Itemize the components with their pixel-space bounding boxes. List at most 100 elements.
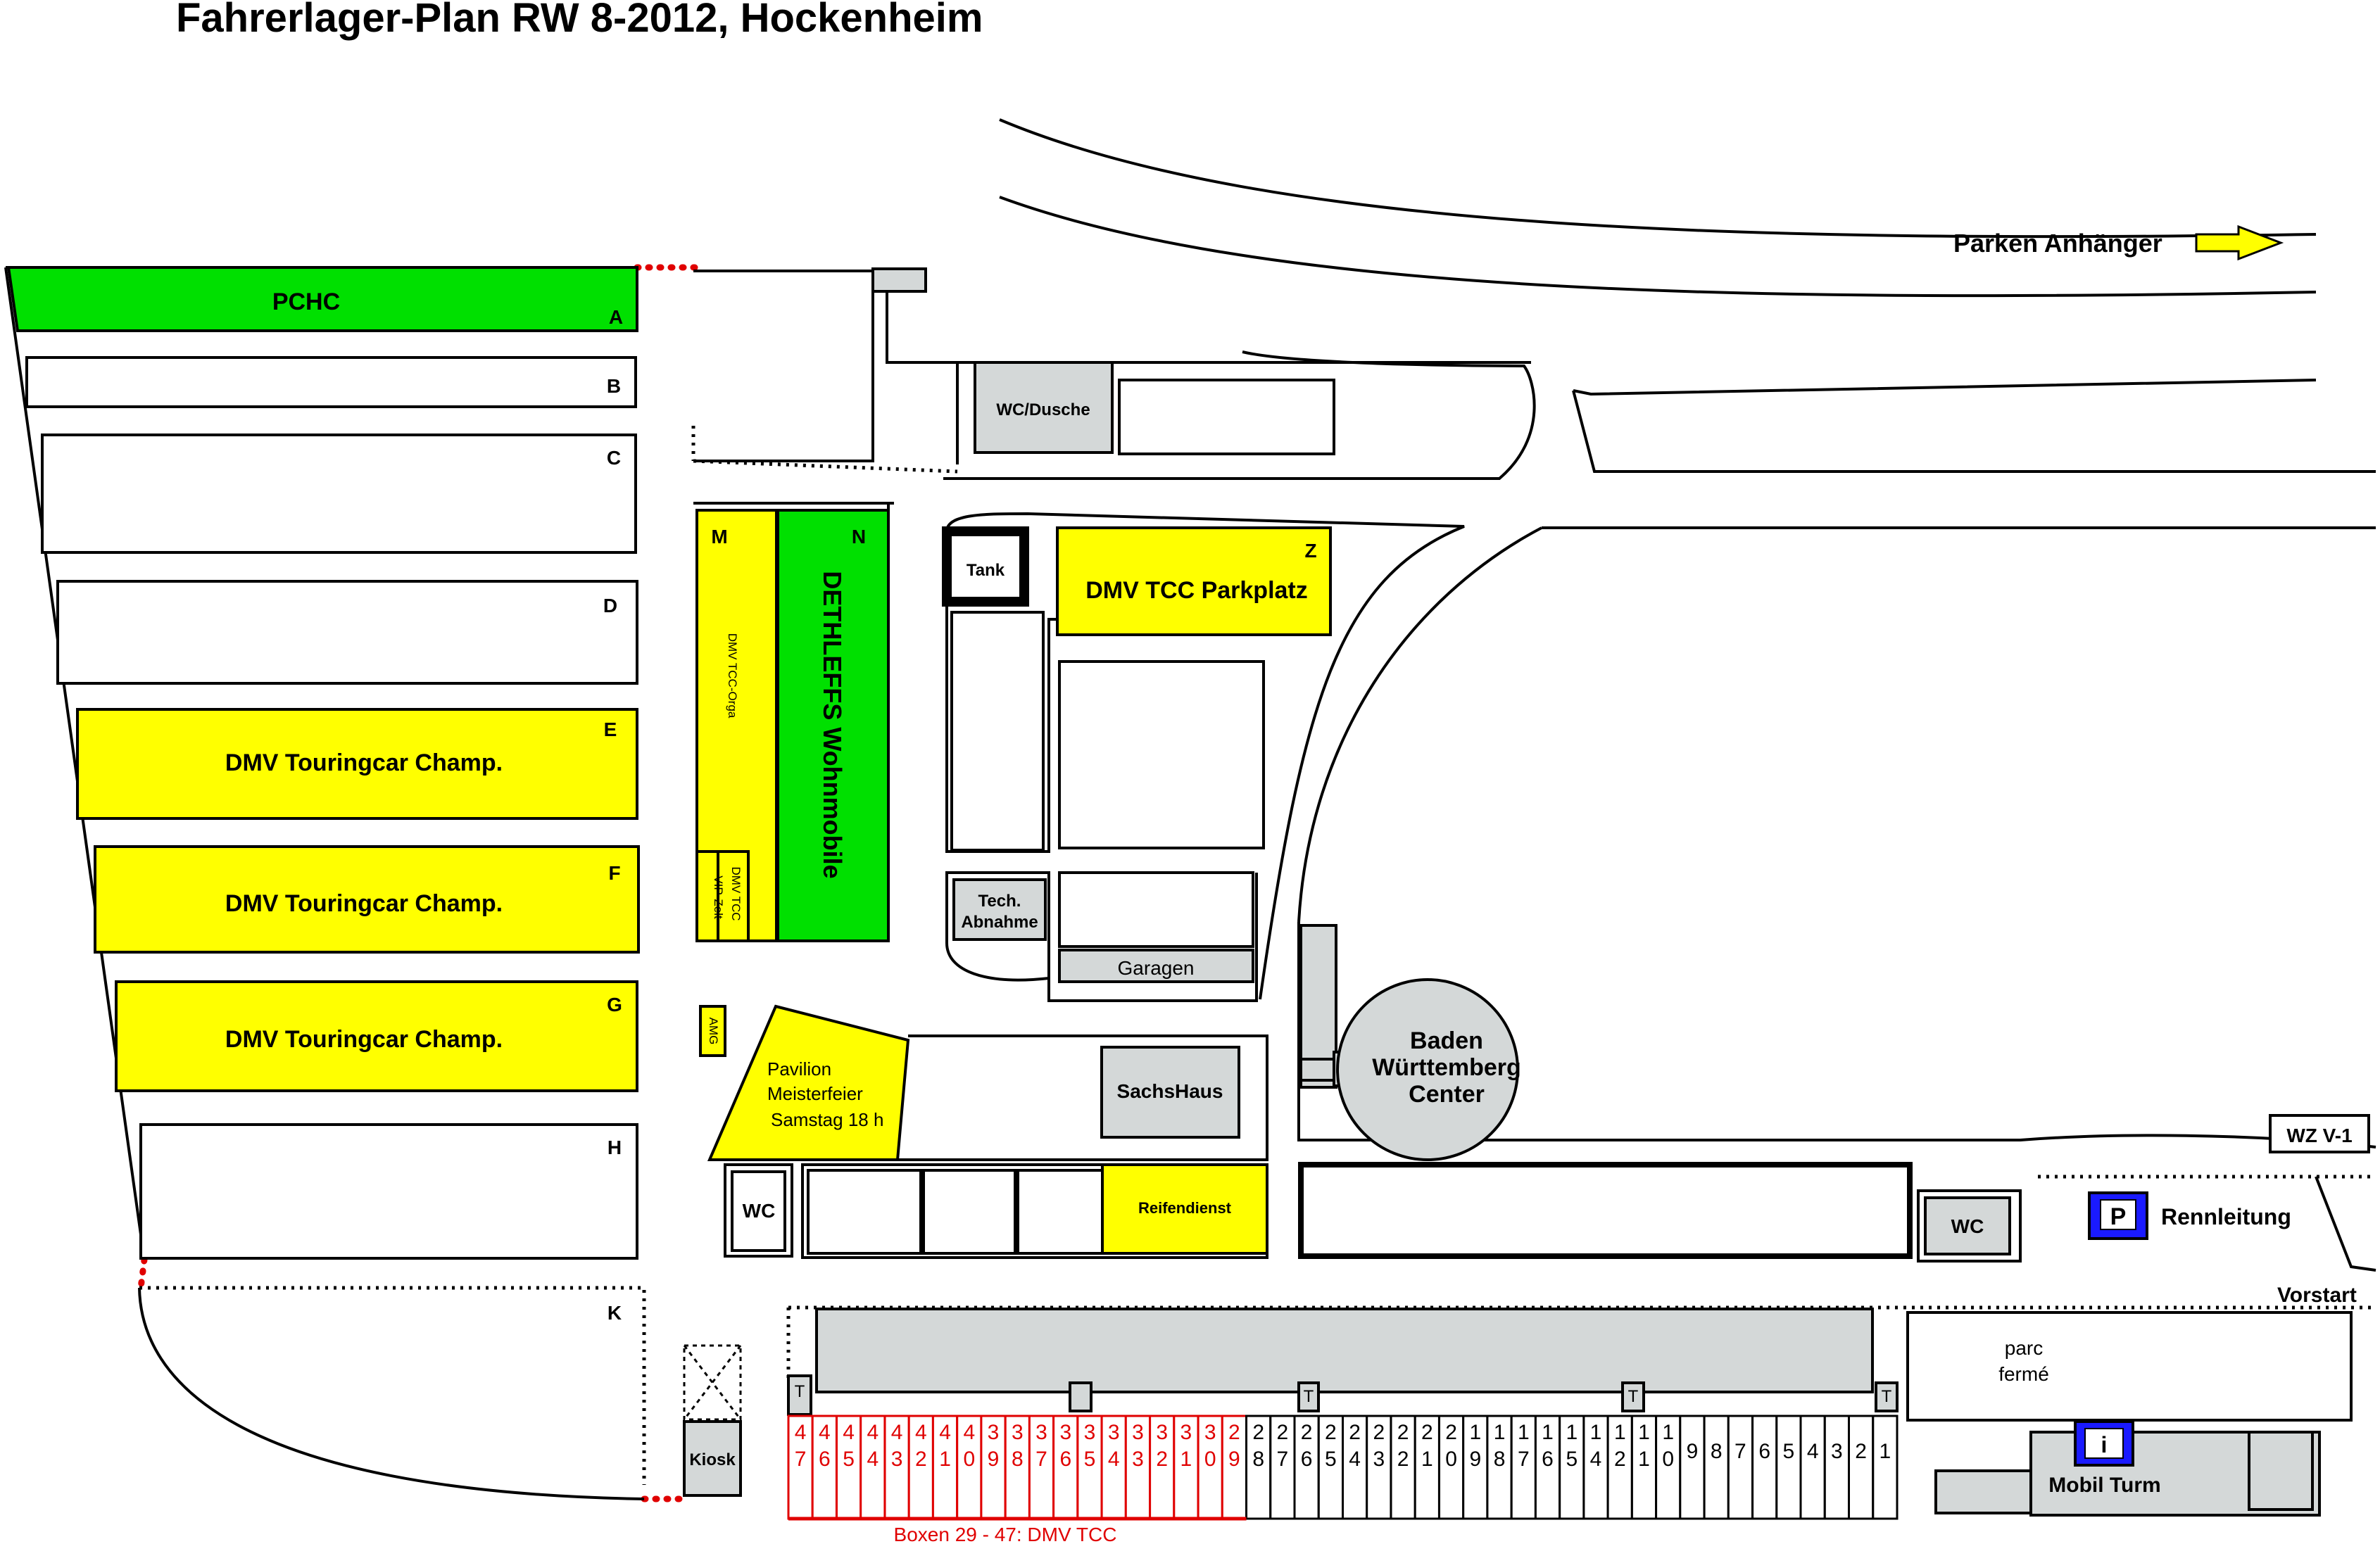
arrow-right-icon bbox=[2195, 224, 2284, 261]
zone-m-vip-line1: DMV TCC bbox=[729, 866, 743, 920]
pit-box-28 bbox=[1245, 1415, 1272, 1520]
pit-box-30 bbox=[1197, 1415, 1223, 1520]
p-sign-inner bbox=[2100, 1199, 2136, 1230]
p-icon: P bbox=[2110, 1203, 2127, 1230]
pit-box-number: 1 bbox=[1880, 1440, 1891, 1463]
pit-box-12 bbox=[1606, 1415, 1633, 1520]
zone-g-letter: G bbox=[607, 994, 622, 1015]
wc-left-building bbox=[731, 1170, 786, 1252]
wc-dusche-building bbox=[974, 361, 1114, 454]
wc-dusche-label: WC/Dusche bbox=[996, 400, 1090, 419]
sachshaus-building bbox=[1100, 1046, 1240, 1139]
pit-box-2 bbox=[1848, 1415, 1875, 1520]
pavilion-label-3: Samstag 18 h bbox=[771, 1109, 883, 1130]
parc-ferme-area bbox=[1906, 1311, 2353, 1422]
pit-box-33 bbox=[1124, 1415, 1152, 1520]
reifendienst-label: Reifendienst bbox=[1138, 1199, 1232, 1217]
pit-box-4 bbox=[1799, 1415, 1826, 1520]
pit-box-number: 9 bbox=[1687, 1440, 1699, 1463]
zone-c bbox=[41, 434, 637, 554]
vorstart-label: Vorstart bbox=[2277, 1284, 2357, 1307]
info-icon: i bbox=[2101, 1432, 2108, 1457]
zone-e-label: DMV Touringcar Champ. bbox=[225, 749, 503, 776]
zone-b bbox=[25, 356, 637, 408]
amg-building bbox=[699, 1005, 726, 1057]
pavilion-label-1: Pavilion bbox=[767, 1058, 831, 1080]
kiosk-cross-2 bbox=[683, 1345, 742, 1420]
zone-z-letter: Z bbox=[1304, 540, 1316, 562]
zone-d-letter: D bbox=[603, 595, 617, 616]
row-building-1 bbox=[807, 1169, 922, 1255]
building-next-wc bbox=[1118, 379, 1335, 455]
block-left-mobil bbox=[1934, 1469, 2036, 1514]
building-under-tank bbox=[950, 611, 1045, 852]
building-top-left bbox=[693, 270, 874, 462]
zone-m-vip-line2: VIP-Zelt bbox=[712, 875, 725, 919]
t-marker-1-label: T bbox=[795, 1382, 805, 1401]
zone-a bbox=[6, 266, 638, 332]
zone-e-letter: E bbox=[604, 719, 617, 740]
parc-label-2: fermé bbox=[1998, 1363, 2049, 1385]
pit-box-number: 5 bbox=[1783, 1440, 1795, 1463]
wc-right-building bbox=[1924, 1196, 2011, 1255]
t-marker-2-label: T bbox=[1304, 1387, 1314, 1406]
tech-label-1: Tech. bbox=[978, 892, 1021, 911]
kiosk-building bbox=[683, 1420, 742, 1497]
amg-label: AMG bbox=[707, 1018, 720, 1045]
road-middle-loop bbox=[943, 350, 1536, 480]
map-title: Fahrerlager-Plan RW 8-2012, Hockenheim bbox=[176, 0, 983, 41]
wz-label: WZ V-1 bbox=[2286, 1125, 2352, 1146]
kiosk-cross-1 bbox=[683, 1345, 742, 1420]
bwc-side-annex bbox=[1299, 1058, 1337, 1082]
boundary-left bbox=[4, 267, 146, 1260]
zone-g bbox=[115, 980, 638, 1092]
sachshaus-label: SachsHaus bbox=[1117, 1080, 1223, 1102]
t-marker-2 bbox=[1297, 1381, 1320, 1412]
zone-e bbox=[76, 708, 638, 820]
zone-m-letter: M bbox=[711, 526, 727, 548]
zone-m-vip bbox=[717, 850, 750, 942]
zone-a-label: PCHC bbox=[272, 289, 340, 315]
parking-trailer-label: Parken Anhänger bbox=[1953, 229, 2162, 258]
zone-c-letter: C bbox=[607, 447, 621, 469]
zone-a-letter: A bbox=[609, 306, 623, 328]
mobil-turm-label: Mobil Turm bbox=[2048, 1474, 2160, 1497]
baden-wuerttemberg-center bbox=[1336, 978, 1519, 1161]
long-building bbox=[1298, 1162, 1913, 1259]
pavilion-area-outline bbox=[898, 1034, 1268, 1161]
zone-b-letter: B bbox=[607, 375, 621, 397]
tech-label-2: Abnahme bbox=[961, 913, 1038, 932]
zone-k-letter: K bbox=[607, 1302, 622, 1324]
tank-label: Tank bbox=[967, 561, 1005, 580]
path-line-top bbox=[886, 291, 959, 464]
small-block-top bbox=[871, 267, 927, 293]
pit-square-1 bbox=[1069, 1381, 1093, 1412]
road-curve-top-outer bbox=[999, 118, 2317, 239]
boundary-curve-bottom bbox=[138, 1287, 645, 1500]
bwc-label-2: Württemberg bbox=[1372, 1054, 1521, 1081]
pit-box-8 bbox=[1703, 1415, 1730, 1520]
zone-z bbox=[1056, 526, 1332, 636]
t-marker-1 bbox=[787, 1374, 812, 1416]
